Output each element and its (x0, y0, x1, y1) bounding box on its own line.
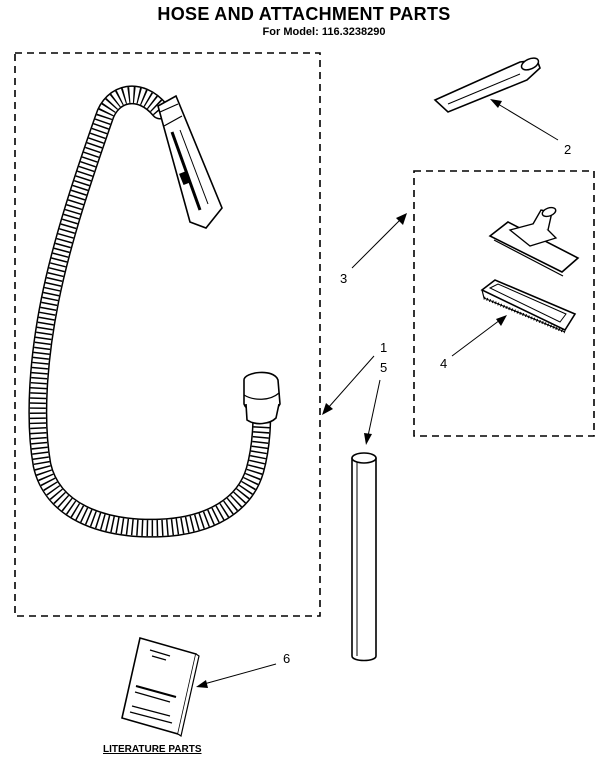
callout-2: 2 (564, 142, 571, 157)
attachments-group-box (413, 170, 595, 437)
callout-2-leader (490, 99, 559, 141)
hose-handle (157, 94, 223, 229)
callout-3: 3 (340, 271, 347, 286)
hose-assembly[interactable] (28, 85, 281, 538)
callout-1: 1 (380, 340, 387, 355)
upholstery-nozzle[interactable] (480, 279, 577, 334)
literature-parts-label: LITERATURE PARTS (103, 744, 202, 755)
callout-4: 4 (440, 356, 447, 371)
literature-booklet[interactable] (121, 636, 200, 737)
hose-corrugation (29, 86, 270, 537)
floor-brush[interactable] (488, 206, 580, 277)
model-subtitle: For Model: 116.3238290 (262, 26, 386, 38)
crevice-tool[interactable] (433, 56, 541, 113)
page-title: HOSE AND ATTACHMENT PARTS (157, 4, 451, 24)
callout-3-leader (351, 213, 407, 269)
callout-6-leader (196, 663, 277, 688)
booklet-text-lines (129, 649, 177, 724)
extension-wand[interactable] (351, 452, 377, 662)
callout-4-leader (451, 315, 507, 357)
callout-5-leader (364, 379, 381, 445)
hose-swivel-end (243, 371, 281, 425)
hose-group-box (14, 52, 321, 617)
callout-5: 5 (380, 360, 387, 375)
callout-1-leader (322, 355, 375, 415)
callout-6: 6 (283, 651, 290, 666)
